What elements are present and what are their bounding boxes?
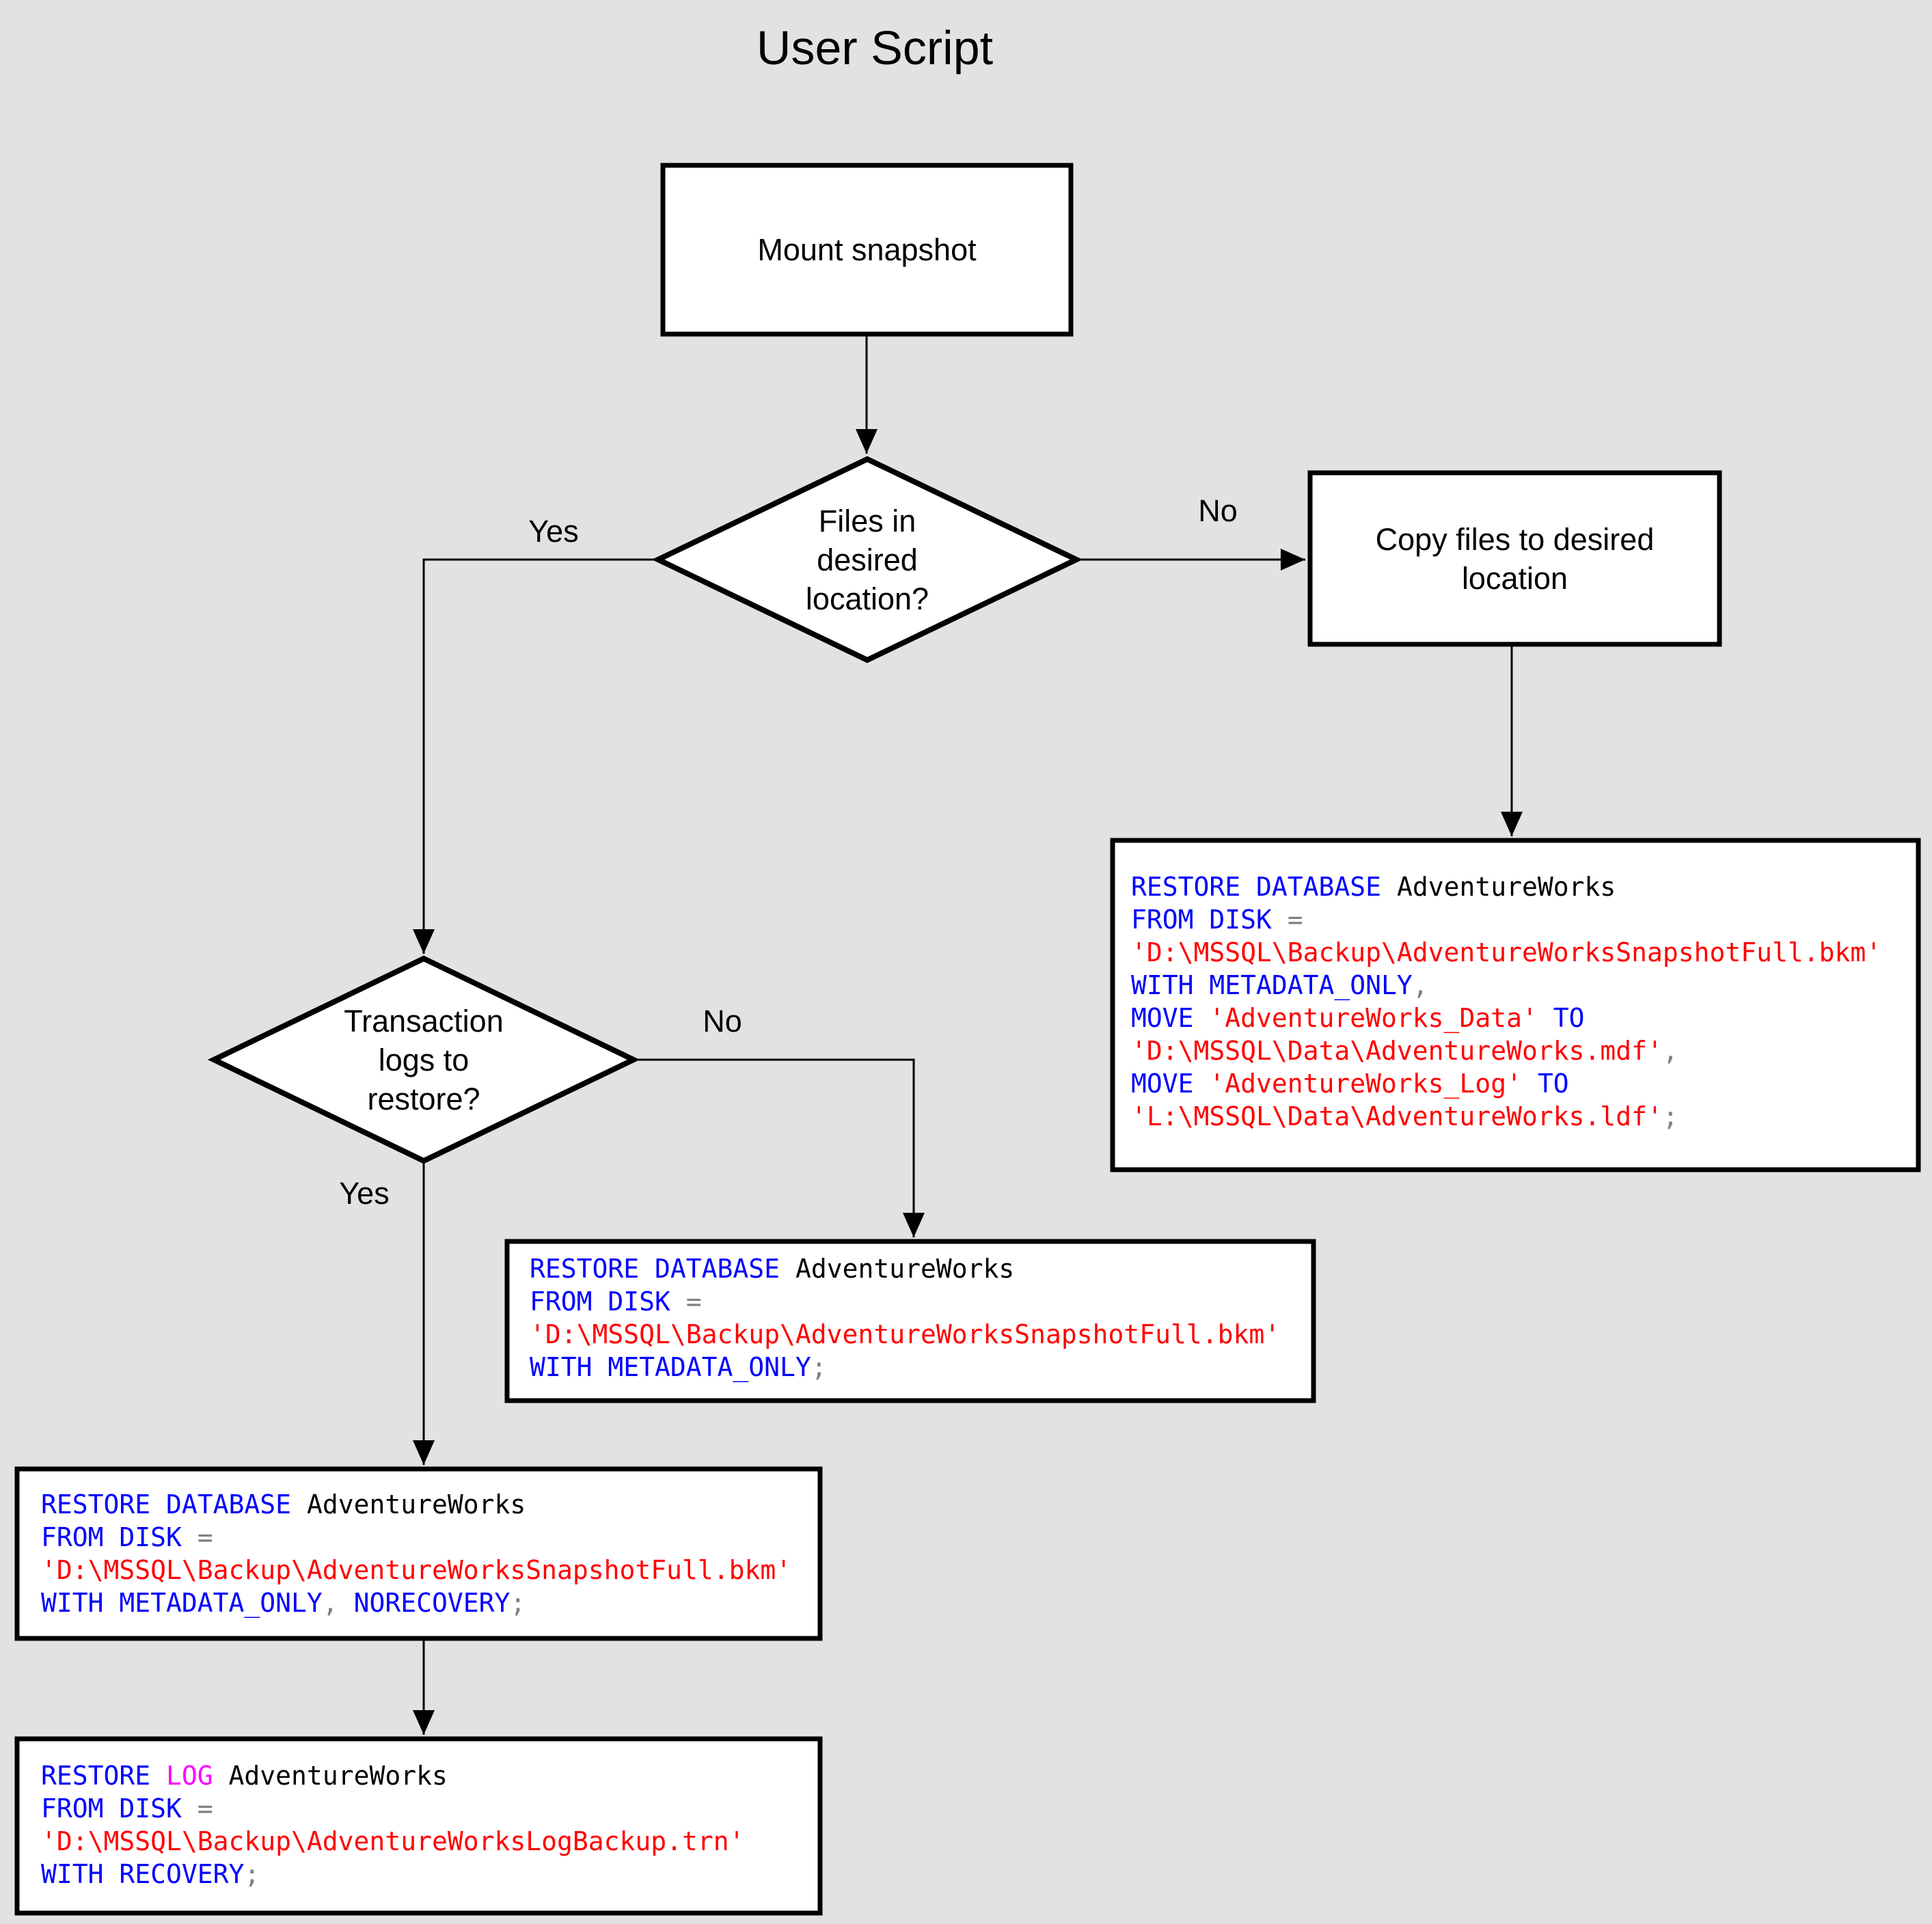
code-token: NORECOVERY xyxy=(353,1588,511,1618)
code-token: FROM DISK xyxy=(530,1287,686,1317)
code-line: RESTORE DATABASE AdventureWorks xyxy=(530,1252,1303,1285)
code-line: FROM DISK = xyxy=(41,1521,810,1554)
code-token: 'AdventureWorks_Log' xyxy=(1209,1069,1522,1099)
code-token: RESTORE xyxy=(41,1761,167,1791)
logs-diamond-label-wrap: Transaction logs to restore? xyxy=(214,959,634,1161)
restore-with-move-code-box xyxy=(1110,838,1921,1172)
code-token: 'AdventureWorks_Data' xyxy=(1209,1003,1538,1033)
copy-files-label: Copy files to desired location xyxy=(1375,521,1655,596)
page-title: User Script xyxy=(756,21,994,74)
code-line: WITH RECOVERY; xyxy=(41,1858,810,1891)
code-token: AdventureWorks xyxy=(1396,872,1616,902)
code-token: = xyxy=(685,1287,702,1317)
code-line: 'D:\MSSQL\Data\AdventureWorks.mdf', xyxy=(1131,1034,1908,1067)
code-line: 'D:\MSSQL\Backup\AdventureWorksSnapshotF… xyxy=(41,1554,810,1586)
transaction-logs-diamond xyxy=(207,955,640,1164)
code-line: WITH METADATA_ONLY; xyxy=(530,1351,1303,1384)
code-token: , xyxy=(322,1588,354,1618)
files-no-label: No xyxy=(1163,492,1273,530)
files-diamond-label-wrap: Files in desired location? xyxy=(658,459,1076,660)
code-token: FROM DISK xyxy=(41,1522,198,1552)
connector-logs-no-to-code xyxy=(634,1058,925,1237)
code-token: 'L:\MSSQL\Data\AdventureWorks.ldf' xyxy=(1131,1101,1663,1131)
code-line: FROM DISK = xyxy=(530,1285,1303,1318)
files-diamond-label: Files in desired location? xyxy=(805,503,929,616)
code-token: TO xyxy=(1537,1003,1585,1033)
code-token: RESTORE DATABASE xyxy=(1131,872,1397,902)
mount-snapshot-label: Mount snapshot xyxy=(757,232,977,267)
copy-files-label-wrap: Copy files to desired location xyxy=(1310,473,1719,644)
code-line: 'D:\MSSQL\Backup\AdventureWorksLogBackup… xyxy=(41,1825,810,1858)
code-token: = xyxy=(197,1522,213,1552)
code-token: AdventureWorks xyxy=(228,1761,448,1791)
code-token: LOG xyxy=(166,1761,229,1791)
code-token: ; xyxy=(510,1588,526,1618)
files-yes-text: Yes xyxy=(528,514,579,549)
code-token: WITH METADATA_ONLY xyxy=(41,1588,323,1618)
logs-no-label: No xyxy=(668,1002,777,1041)
code-token: 'D:\MSSQL\Backup\AdventureWorksLogBackup… xyxy=(41,1826,745,1856)
restore-log-code-box xyxy=(14,1736,823,1916)
code-token: WITH METADATA_ONLY xyxy=(1131,970,1413,1000)
code-line: RESTORE LOG AdventureWorks xyxy=(41,1759,810,1792)
code-token: TO xyxy=(1521,1069,1569,1099)
code-line: MOVE 'AdventureWorks_Log' TO xyxy=(1131,1067,1908,1100)
code-line: MOVE 'AdventureWorks_Data' TO xyxy=(1131,1002,1908,1034)
code-token: WITH RECOVERY xyxy=(41,1859,245,1889)
code-token: 'D:\MSSQL\Backup\AdventureWorksSnapshotF… xyxy=(530,1319,1281,1349)
restore-metadata-only-code-box xyxy=(504,1239,1316,1403)
files-in-location-diamond xyxy=(651,456,1083,663)
code-token: 'D:\MSSQL\Data\AdventureWorks.mdf' xyxy=(1131,1036,1663,1066)
mount-snapshot-label-wrap: Mount snapshot xyxy=(663,165,1071,334)
code-token: = xyxy=(1287,905,1303,935)
code-token: FROM DISK xyxy=(1131,905,1288,935)
code-token: ; xyxy=(244,1859,260,1889)
files-no-text: No xyxy=(1198,493,1238,528)
logs-yes-text: Yes xyxy=(339,1176,390,1211)
restore-norecovery-code-box xyxy=(14,1466,823,1641)
code-token: , xyxy=(1412,970,1428,1000)
code-token: RESTORE DATABASE xyxy=(530,1254,795,1284)
mount-snapshot-box xyxy=(660,163,1074,337)
code-line: FROM DISK = xyxy=(1131,903,1908,936)
code-token: ; xyxy=(811,1352,827,1382)
code-line: WITH METADATA_ONLY, NORECOVERY; xyxy=(41,1586,810,1619)
code-token: AdventureWorks xyxy=(795,1254,1015,1284)
code-line: RESTORE DATABASE AdventureWorks xyxy=(1131,870,1908,903)
code-token: , xyxy=(1662,1036,1678,1066)
code-token: WITH METADATA_ONLY xyxy=(530,1352,811,1382)
code-token: MOVE xyxy=(1131,1003,1210,1033)
files-yes-label: Yes xyxy=(499,512,608,551)
code-token: = xyxy=(197,1794,213,1824)
code-token: ; xyxy=(1662,1101,1678,1131)
code-token: RESTORE DATABASE xyxy=(41,1489,307,1520)
code-token: MOVE xyxy=(1131,1069,1210,1099)
connector-files-yes-to-logs-diamond xyxy=(413,558,658,954)
code-token: AdventureWorks xyxy=(306,1489,526,1520)
logs-no-text: No xyxy=(703,1004,742,1039)
code-token: FROM DISK xyxy=(41,1794,198,1824)
code-token: 'D:\MSSQL\Backup\AdventureWorksSnapshotF… xyxy=(1131,937,1882,967)
code-line: 'D:\MSSQL\Backup\AdventureWorksSnapshotF… xyxy=(530,1318,1303,1351)
code-line: RESTORE DATABASE AdventureWorks xyxy=(41,1488,810,1521)
code-line: 'L:\MSSQL\Data\AdventureWorks.ldf'; xyxy=(1131,1100,1908,1133)
copy-files-box xyxy=(1307,470,1722,647)
logs-diamond-label: Transaction logs to restore? xyxy=(344,1003,504,1116)
code-line: WITH METADATA_ONLY, xyxy=(1131,969,1908,1002)
logs-yes-label: Yes xyxy=(310,1174,419,1213)
code-line: FROM DISK = xyxy=(41,1792,810,1825)
code-line: 'D:\MSSQL\Backup\AdventureWorksSnapshotF… xyxy=(1131,936,1908,969)
code-token: 'D:\MSSQL\Backup\AdventureWorksSnapshotF… xyxy=(41,1555,792,1585)
